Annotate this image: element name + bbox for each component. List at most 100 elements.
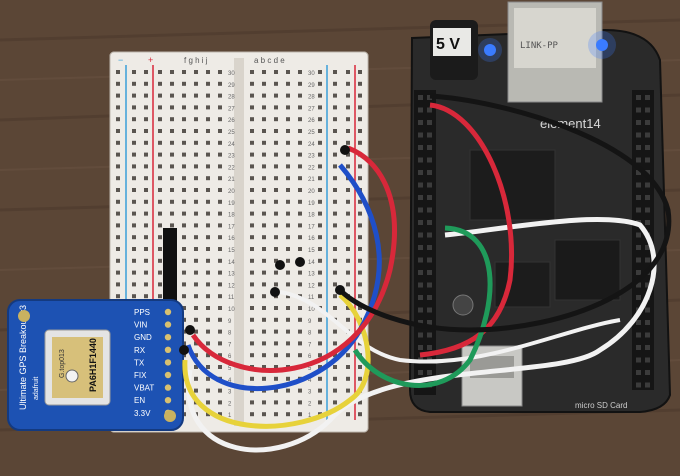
header-pin: [636, 170, 641, 175]
breadboard-hole: [286, 341, 290, 346]
breadboard-hole: [206, 105, 210, 110]
breadboard-hole: [218, 341, 222, 346]
breadboard-hole: [250, 188, 254, 192]
header-pin: [636, 195, 641, 200]
breadboard-hole: [206, 306, 210, 310]
row-number-right: 6: [308, 354, 312, 360]
gps-pin-pad: [164, 371, 172, 379]
gps-chip-label: PA6H1F1440: [88, 338, 98, 392]
row-number-left: 28: [228, 95, 235, 101]
row-number-left: 5: [228, 366, 232, 372]
breadboard-hole: [206, 258, 210, 263]
breadboard-hole: [250, 247, 254, 251]
row-number-right: 17: [308, 224, 315, 230]
breadboard-hole: [206, 164, 210, 169]
breadboard-hole: [182, 176, 186, 181]
breadboard-hole: [206, 176, 210, 181]
row-number-left: 1: [228, 413, 232, 419]
breadboard-hole: [132, 164, 136, 169]
header-pin: [645, 320, 650, 325]
header-pin: [636, 370, 641, 375]
row-number-left: 15: [228, 248, 235, 254]
breadboard-hole: [286, 164, 290, 169]
breadboard-hole: [262, 317, 266, 322]
breadboard-hole: [250, 199, 254, 204]
header-pin: [636, 107, 641, 113]
breadboard-hole: [132, 117, 136, 122]
row-number-right: 25: [308, 130, 315, 136]
breadboard-hole: [262, 341, 266, 346]
header-pin: [636, 182, 641, 188]
breadboard-hole: [132, 235, 136, 240]
breadboard-hole: [333, 282, 337, 287]
breadboard-hole: [132, 129, 136, 133]
header-pin: [427, 182, 432, 188]
breadboard-hole: [144, 129, 148, 133]
header-pin: [418, 295, 423, 300]
breadboard-hole: [298, 317, 302, 322]
breadboard-hole: [358, 376, 362, 381]
breadboard-hole: [218, 258, 222, 263]
breadboard-hole: [262, 164, 266, 169]
breadboard-hole: [333, 152, 337, 157]
breadboard-hole: [274, 365, 278, 369]
breadboard-hole: [286, 211, 290, 216]
breadboard-hole: [274, 353, 278, 358]
header-pin: [645, 357, 650, 363]
header-pin: [427, 295, 432, 300]
header-pin: [636, 245, 641, 250]
column-letters-right: a b c d e: [254, 56, 285, 65]
header-pin: [645, 345, 650, 350]
breadboard-hole: [194, 223, 198, 228]
breadboard-hole: [194, 258, 198, 263]
breadboard-hole: [318, 188, 322, 192]
breadboard-hole: [318, 317, 322, 322]
breadboard-hole: [194, 306, 198, 310]
breadboard-hole: [144, 211, 148, 216]
row-number-left: 24: [228, 142, 235, 148]
jumper-wires: [179, 93, 672, 453]
row-number-left: 16: [228, 236, 235, 242]
header-pin: [427, 320, 432, 325]
breadboard-hole: [194, 235, 198, 240]
breadboard-hole: [358, 365, 362, 369]
breadboard-hole: [158, 129, 162, 133]
breadboard-hole: [346, 353, 350, 358]
header-pin: [645, 370, 650, 375]
header-pin: [427, 207, 432, 213]
breadboard-hole: [333, 247, 337, 251]
breadboard-hole: [218, 353, 222, 358]
breadboard-hole: [194, 117, 198, 122]
breadboard-hole: [206, 341, 210, 346]
breadboard-hole: [250, 129, 254, 133]
header-pin: [418, 220, 423, 225]
breadboard-hole: [333, 117, 337, 122]
breadboard-hole: [318, 247, 322, 251]
breadboard-hole: [346, 258, 350, 263]
breadboard-hole: [262, 93, 266, 98]
breadboard-hole: [274, 211, 278, 216]
breadboard-hole: [194, 81, 198, 86]
breadboard-hole: [333, 140, 337, 145]
breadboard-hole: [318, 294, 322, 299]
breadboard-hole: [318, 376, 322, 381]
header-pin: [645, 282, 650, 288]
breadboard-hole: [144, 152, 148, 157]
breadboard-hole: [194, 164, 198, 169]
breadboard-hole: [132, 199, 136, 204]
breadboard-hole: [170, 117, 174, 122]
gps-title: Ultimate GPS Breakout v3: [18, 305, 28, 410]
breadboard-hole: [346, 105, 350, 110]
breadboard-hole: [182, 258, 186, 263]
gps-pin-label: RX: [134, 346, 146, 355]
breadboard-hole: [358, 140, 362, 145]
breadboard-hole: [286, 81, 290, 86]
rail-minus-label: −: [118, 55, 123, 65]
breadboard-hole: [298, 199, 302, 204]
breadboard-hole: [170, 152, 174, 157]
breadboard-hole: [206, 412, 210, 417]
breadboard-hole: [194, 376, 198, 381]
breadboard-hole: [318, 117, 322, 122]
breadboard-hole: [346, 282, 350, 287]
breadboard-hole: [218, 70, 222, 74]
